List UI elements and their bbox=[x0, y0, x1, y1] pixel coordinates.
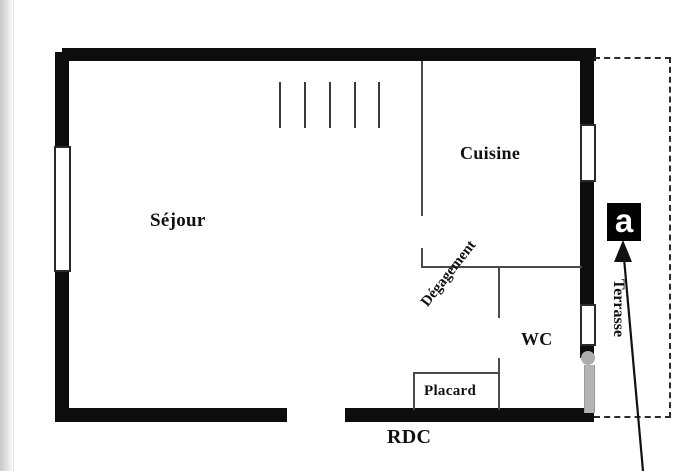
hatch-line-3 bbox=[329, 82, 331, 128]
hatch-line-5 bbox=[378, 82, 380, 128]
exterior-wall-right-middle bbox=[580, 181, 594, 305]
door-hinge-dot bbox=[581, 351, 595, 365]
view-marker-a[interactable]: a bbox=[607, 203, 641, 241]
hatch-line-2 bbox=[304, 82, 306, 128]
window-sejour-left bbox=[54, 146, 71, 272]
partition-cuisine-degagement-stub bbox=[421, 248, 423, 268]
partition-placard-top bbox=[413, 372, 500, 374]
terrace-door-leaf bbox=[584, 365, 595, 413]
exterior-wall-bottom-left bbox=[55, 408, 287, 422]
exterior-wall-left-upper bbox=[55, 52, 69, 147]
window-cuisine-right bbox=[580, 124, 596, 182]
plan-level-label: RDC bbox=[387, 426, 432, 448]
partition-cuisine-bottom bbox=[421, 266, 582, 268]
page-edge-line bbox=[13, 0, 14, 471]
exterior-wall-left-lower bbox=[55, 270, 69, 422]
hatch-line-4 bbox=[354, 82, 356, 128]
room-label-terrasse: Terrasse bbox=[610, 279, 627, 338]
window-terrace-door bbox=[580, 304, 596, 346]
exterior-wall-top bbox=[62, 48, 596, 61]
room-label-placard: Placard bbox=[424, 383, 477, 399]
exterior-wall-bottom-right bbox=[345, 408, 594, 422]
exterior-wall-right-upper bbox=[580, 52, 594, 125]
hatch-line-1 bbox=[279, 82, 281, 128]
room-label-wc: WC bbox=[521, 329, 553, 349]
partition-degagement-wc-upper bbox=[498, 268, 500, 318]
partition-placard-left bbox=[413, 372, 415, 410]
partition-degagement-wc-lower bbox=[498, 358, 500, 410]
room-label-cuisine: Cuisine bbox=[460, 143, 521, 163]
partition-sejour-cuisine bbox=[421, 61, 423, 216]
room-label-degagement: Dégagement bbox=[418, 237, 480, 310]
room-label-sejour: Séjour bbox=[150, 210, 206, 231]
page-edge-shadow bbox=[0, 0, 13, 471]
